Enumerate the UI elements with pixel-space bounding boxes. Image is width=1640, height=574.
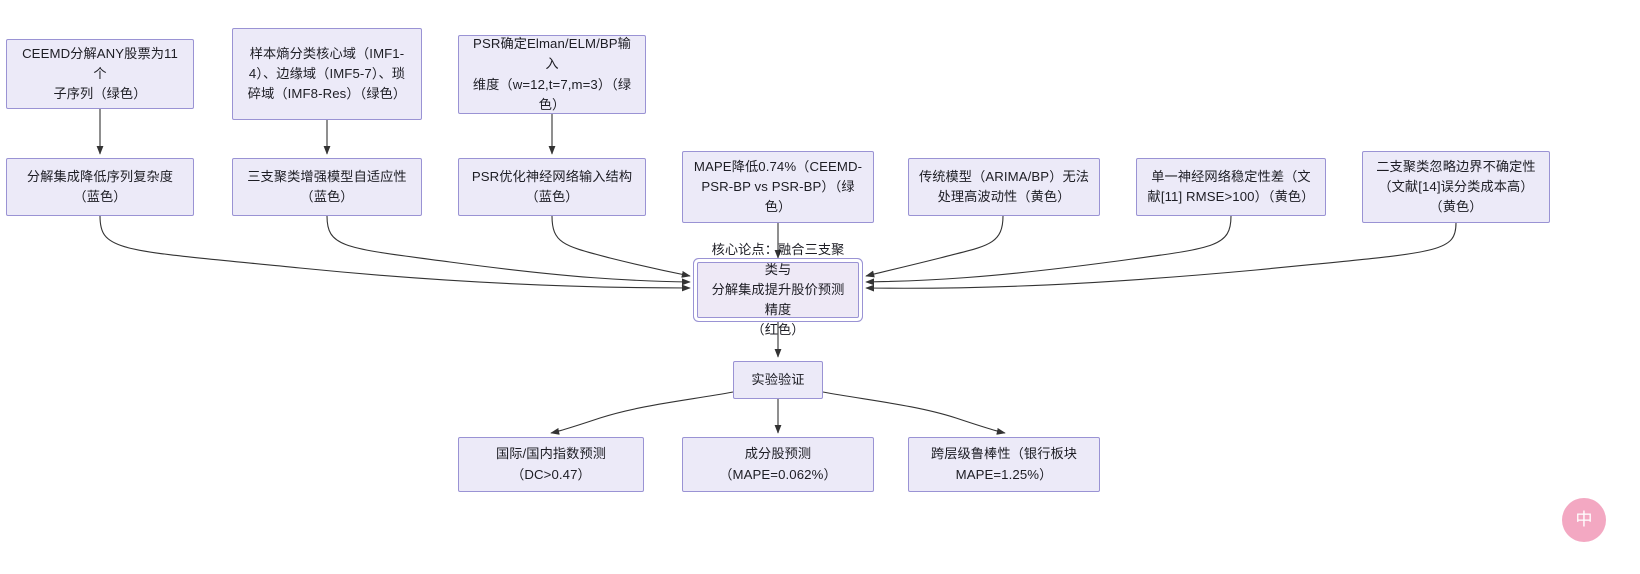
node-n11-core[interactable]: 核心论点：融合三支聚类与 分解集成提升股价预测精度 （红色） — [697, 242, 859, 337]
node-n7-evidence[interactable]: MAPE降低0.74%（CEEMD- PSR-BP vs PSR-BP）（绿 色… — [682, 151, 874, 223]
node-n15-result[interactable]: 跨层级鲁棒性（银行板块 MAPE=1.25%） — [908, 437, 1100, 492]
node-label: 成分股预测 （MAPE=0.062%） — [719, 446, 837, 482]
node-n4-claim-mid[interactable]: 分解集成降低序列复杂度 （蓝色） — [6, 158, 194, 216]
watermark-label: 中 — [1575, 509, 1593, 530]
edge-n5-to-n11 — [326, 215, 691, 286]
node-n2-method-top[interactable]: 样本熵分类核心域（IMF1- 4）、边缘域（IMF5-7）、琐 碎域（IMF8-… — [232, 28, 422, 120]
edge-n6-to-n11 — [551, 215, 691, 278]
node-label: PSR优化神经网络输入结构 （蓝色） — [471, 168, 633, 204]
node-n12-validation[interactable]: 实验验证 — [733, 361, 823, 399]
node-label: 传统模型（ARIMA/BP）无法 处理高波动性（黄色） — [918, 168, 1090, 204]
node-label: 实验验证 — [751, 371, 805, 387]
node-label: 三支聚类增强模型自适应性 （蓝色） — [247, 168, 407, 204]
node-n8-gap[interactable]: 传统模型（ARIMA/BP）无法 处理高波动性（黄色） — [908, 158, 1100, 216]
edge-n12-to-n15 — [822, 391, 1006, 435]
node-label: 单一神经网络稳定性差（文 献[11] RMSE>100）（黄色） — [1147, 168, 1315, 204]
node-label: PSR确定Elman/ELM/BP输入 维度（w=12,t=7,m=3）（绿 色… — [472, 36, 632, 112]
node-n13-result[interactable]: 国际/国内指数预测 （DC>0.47） — [458, 437, 644, 492]
node-label: 跨层级鲁棒性（银行板块 MAPE=1.25%） — [930, 446, 1078, 482]
watermark-badge: 中 — [1562, 498, 1606, 542]
node-label: 分解集成降低序列复杂度 （蓝色） — [26, 168, 174, 204]
node-label: 二支聚类忽略边界不确定性 （文献[14]误分类成本高） （黄色） — [1376, 158, 1536, 215]
node-n6-claim-mid[interactable]: PSR优化神经网络输入结构 （蓝色） — [458, 158, 646, 216]
node-label: MAPE降低0.74%（CEEMD- PSR-BP vs PSR-BP）（绿 色… — [693, 158, 863, 215]
node-n10-gap[interactable]: 二支聚类忽略边界不确定性 （文献[14]误分类成本高） （黄色） — [1362, 151, 1550, 223]
node-label: 核心论点：融合三支聚类与 分解集成提升股价预测精度 （红色） — [711, 241, 845, 338]
edge-n12-to-n13 — [550, 391, 734, 435]
node-n3-method-top[interactable]: PSR确定Elman/ELM/BP输入 维度（w=12,t=7,m=3）（绿 色… — [458, 35, 646, 114]
edge-n9-to-n11 — [865, 215, 1232, 286]
node-n14-result[interactable]: 成分股预测 （MAPE=0.062%） — [682, 437, 874, 492]
node-n5-claim-mid[interactable]: 三支聚类增强模型自适应性 （蓝色） — [232, 158, 422, 216]
node-label: 样本熵分类核心域（IMF1- 4）、边缘域（IMF5-7）、琐 碎域（IMF8-… — [247, 45, 407, 102]
edge-n4-to-n11 — [99, 215, 691, 292]
node-n1-method-top[interactable]: CEEMD分解ANY股票为11个 子序列（绿色） — [6, 39, 194, 109]
node-label: 国际/国内指数预测 （DC>0.47） — [495, 446, 607, 482]
node-n9-gap[interactable]: 单一神经网络稳定性差（文 献[11] RMSE>100）（黄色） — [1136, 158, 1326, 216]
edge-n8-to-n11 — [865, 215, 1004, 278]
edge-n10-to-n11 — [865, 222, 1457, 292]
node-label: CEEMD分解ANY股票为11个 子序列（绿色） — [22, 45, 178, 102]
